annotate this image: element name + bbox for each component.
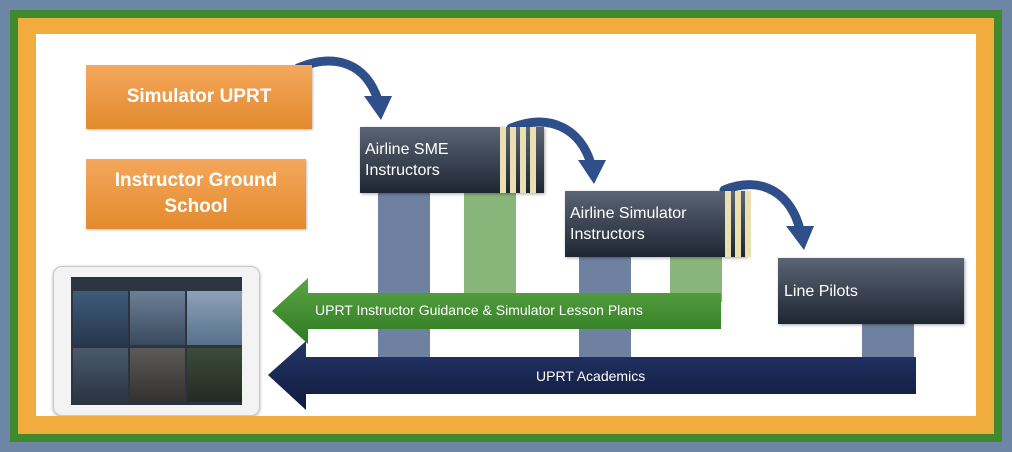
rank-stripe — [500, 127, 506, 193]
airline-sim-label-1: Airline Simulator — [570, 205, 687, 222]
rank-stripe — [510, 127, 516, 193]
pillar-line-blue — [862, 319, 914, 359]
airline-sme-label-2: Instructors — [365, 162, 440, 179]
instructor-ground-school-label-1: Instructor Ground — [114, 170, 278, 191]
airline-sme-label-1: Airline SME — [365, 141, 449, 158]
curved-arrow-icon — [506, 117, 606, 184]
rank-stripe — [735, 191, 741, 257]
curved-arrow-icon — [293, 56, 392, 120]
rank-stripe — [725, 191, 731, 257]
tablet-tile — [130, 348, 185, 402]
instructor-ground-school-box: Instructor Ground School — [86, 159, 306, 229]
line-pilots-box: Line Pilots — [778, 258, 964, 324]
tablet-screen — [71, 277, 242, 405]
arrows-layer — [268, 56, 916, 410]
tablet-tile — [73, 291, 128, 345]
rank-stripes — [725, 191, 751, 257]
airline-sim-label-2: Instructors — [570, 226, 645, 243]
academics-arrow — [268, 341, 916, 410]
tablet-tile — [187, 291, 242, 345]
tablet-tile — [187, 348, 242, 402]
academics-arrow-label: UPRT Academics — [536, 368, 646, 384]
simulator-uprt-box: Simulator UPRT — [86, 65, 312, 129]
tablet-icon — [53, 266, 260, 416]
airline-sme-instructors-box: Airline SME Instructors — [360, 127, 544, 193]
tablet-tile — [73, 348, 128, 402]
simulator-uprt-label: Simulator UPRT — [126, 86, 272, 107]
rank-stripe — [530, 127, 536, 193]
rank-stripe — [520, 127, 526, 193]
pillar-sme-green — [464, 189, 516, 294]
rank-stripes — [500, 127, 536, 193]
curved-arrow-icon — [719, 180, 814, 250]
diagram-canvas: Simulator UPRT Instructor Ground School … — [36, 34, 976, 416]
pillar-sme-blue — [378, 189, 430, 359]
guidance-arrow-label: UPRT Instructor Guidance & Simulator Les… — [315, 302, 643, 318]
guidance-arrow — [272, 278, 721, 344]
rank-stripe — [745, 191, 751, 257]
line-pilots-label: Line Pilots — [784, 282, 858, 300]
airline-simulator-instructors-box: Airline Simulator Instructors — [565, 191, 751, 257]
instructor-ground-school-label-2: School — [164, 196, 228, 217]
tablet-tile — [130, 291, 185, 345]
